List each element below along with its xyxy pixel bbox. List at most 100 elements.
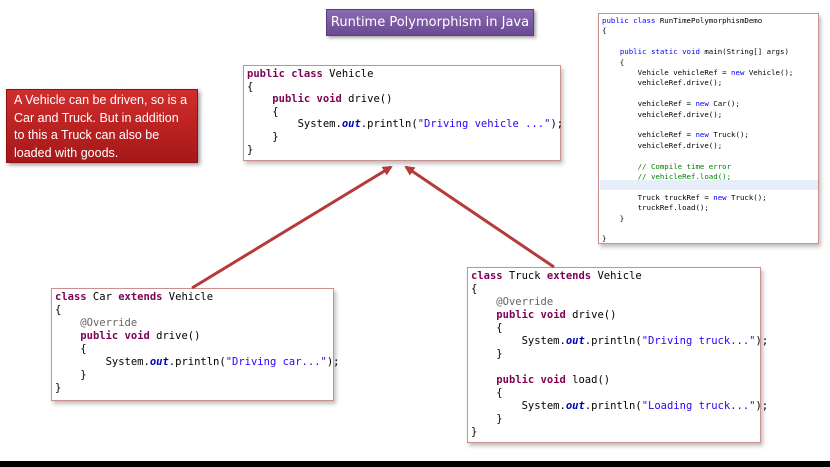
code-line: truckRef.load(); [602,203,709,212]
code-token: { [55,343,87,355]
code-token: out [565,400,585,412]
code-line: } [471,426,477,438]
code-line: } [602,214,624,223]
code-token: drive() [341,93,393,106]
code-token: { [55,304,62,316]
code-line: vehicleRef.drive(); [602,78,723,88]
code-line: System.out.println("Loading truck..."); [471,400,769,412]
code-line: class Truck extends Vehicle [471,270,642,282]
code-token: public class [247,68,323,80]
code-token: .println( [584,335,642,347]
code-token: { [471,322,503,334]
code-token: Vehicle vehicleRef = [602,68,732,77]
code-line: { [471,283,477,295]
code-token: Truck [502,270,547,282]
code-token: { [471,387,503,399]
code-token: System. [247,118,342,131]
code-token: new [731,68,745,77]
code-token: "Driving vehicle ..." [417,118,551,131]
code-token: "Loading truck..." [641,400,756,412]
code-token: new [695,130,709,140]
code-token: out [565,335,585,347]
vehicle-class-code: public class Vehicle{ public void drive(… [243,65,564,161]
code-token: } [471,426,478,438]
code-token: @Override [80,317,138,329]
code-line: public void load() [471,374,610,386]
code-line: @Override [55,317,137,329]
code-line: vehicleRef = new Truck(); [602,130,749,139]
code-token: .println( [168,356,226,368]
code-token: vehicleRef.drive(); [602,78,723,88]
code-token: vehicleRef = [602,130,696,140]
code-token: new [713,192,727,202]
code-token: out [341,118,361,131]
code-line: } [55,369,86,381]
code-token: public void [80,330,150,342]
slide-title: Runtime Polymorphism in Java [326,9,534,36]
code-token: Car(); [708,99,740,109]
code-token: } [55,382,62,394]
code-token: } [247,131,279,143]
code-line: public void drive() [55,330,200,342]
code-line: } [247,131,279,143]
code-token: ); [755,335,769,347]
code-token: "Driving car..." [225,356,327,368]
code-line: public class Vehicle [247,68,373,80]
code-token: Truck truckRef = [602,192,714,202]
code-token: System. [471,335,566,347]
code-token: { [602,26,607,36]
code-token: main(String[] args) [699,47,789,57]
code-line: System.out.println("Driving vehicle ..."… [247,118,564,131]
code-line: vehicleRef.drive(); [602,140,723,150]
code-token: } [471,413,503,425]
code-token: class [471,270,503,282]
code-token: // Compile time error [602,161,732,171]
bottom-bar [0,461,830,467]
code-token: out [149,356,169,368]
code-line: { [55,343,87,355]
code-token: .println( [584,400,642,412]
code-token: extends [118,291,163,303]
code-token: @Override [496,296,554,308]
code-token: { [247,105,279,118]
code-token: public void [272,93,342,106]
code-line: // vehicleRef.load(); [602,172,731,181]
code-token: Truck(); [708,130,749,140]
code-line: } [471,348,503,360]
code-token: Car [86,291,119,303]
code-token: System. [471,400,566,412]
code-token: // vehicleRef.load(); [602,172,732,181]
code-line: { [247,81,253,93]
code-token: { [471,283,478,295]
inheritance-arrow-car-icon [191,165,393,290]
code-line: } [55,382,61,394]
code-token: ); [550,118,564,131]
code-line: vehicleRef.drive(); [602,110,723,119]
code-token: ); [755,400,769,412]
code-token: vehicleRef = [602,99,696,109]
code-token: } [602,234,607,244]
code-token: System. [55,356,150,368]
car-class-code: class Car extends Vehicle{ @Override pub… [51,288,340,401]
code-token: new [695,99,709,109]
demo-class-code: public class RunTimePolymorphismDemo{ pu… [598,13,819,244]
code-token: Vehicle [162,291,214,303]
code-line: System.out.println("Driving truck..."); [471,335,769,347]
code-line: public class RunTimePolymorphismDemo [602,16,762,25]
code-line: { [55,304,61,316]
code-token: Vehicle(); [744,68,794,77]
code-token: { [602,57,625,67]
code-line: Vehicle vehicleRef = new Vehicle(); [602,68,794,77]
code-token: RunTimePolymorphismDemo [655,16,763,25]
code-line: { [247,105,279,118]
code-token: } [471,348,503,360]
code-token: class [55,291,87,303]
code-token: vehicleRef.drive(); [602,140,723,150]
code-token: extends [546,270,592,282]
code-line: { [602,26,606,35]
code-line: vehicleRef = new Car(); [602,99,740,108]
code-line: class Car extends Vehicle [55,291,213,303]
code-line: @Override [471,296,553,308]
